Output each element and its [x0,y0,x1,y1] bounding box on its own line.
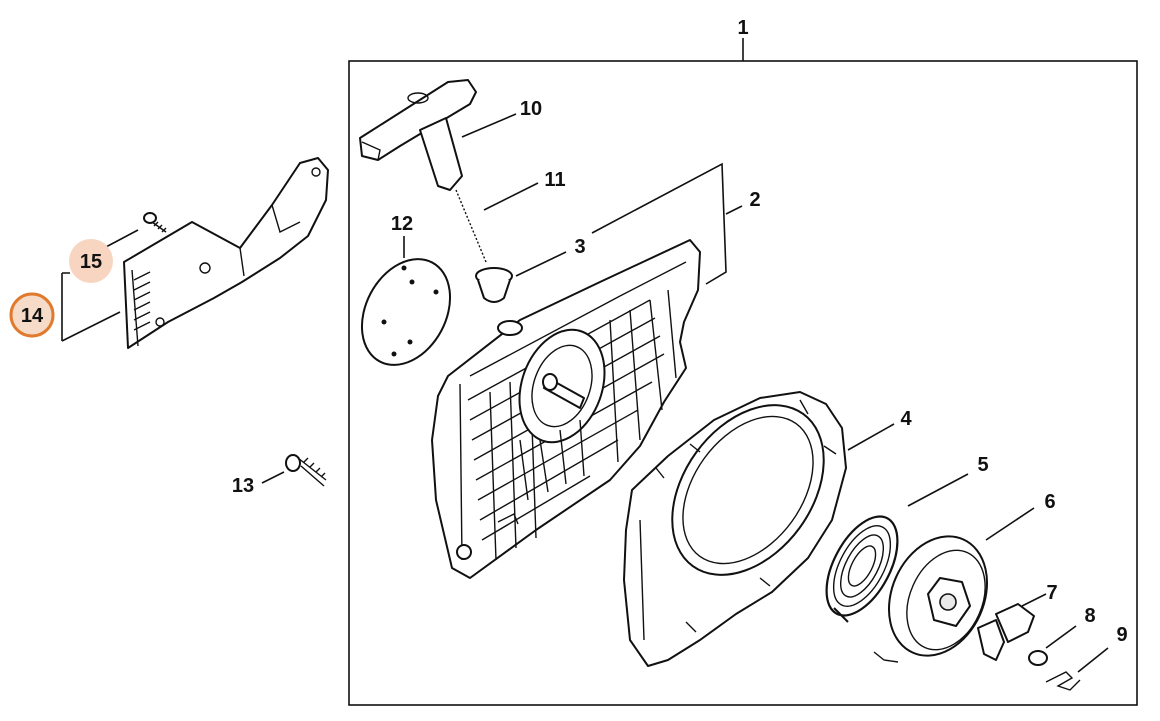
leader-10 [461,113,517,138]
starter-grip-10 [359,79,477,191]
leader-2 [725,205,743,215]
starter-rope-11 [455,189,487,263]
disc-12 [360,258,452,366]
callout-11: 11 [544,169,565,191]
leader-7 [1021,593,1047,607]
callout-13: 13 [232,475,254,497]
callout-14: 14 [21,305,44,327]
leader-3 [515,251,567,277]
callout-5: 5 [977,454,988,476]
callout-9: 9 [1116,624,1127,646]
screw-13 [285,454,327,487]
leader-9 [1077,647,1109,673]
callout-15: 15 [80,251,102,273]
leader-6 [985,507,1035,541]
callout-10: 10 [520,98,542,120]
callout-4: 4 [900,408,912,430]
fan-housing-2 [431,239,701,579]
screw-15 [143,212,167,233]
callout-2: 2 [749,189,760,211]
cover-part [123,157,329,349]
leader-15 [103,229,139,249]
callout-7: 7 [1046,582,1057,604]
bracket-14 [61,272,121,342]
callout-8: 8 [1084,605,1095,627]
rope-rotor-6 [873,535,989,663]
pawl-7 [977,603,1035,661]
leader-4 [847,423,895,451]
callout-12: 12 [391,213,413,235]
rewind-housing-4 [623,391,847,667]
leader-8 [1045,625,1077,649]
leader-11 [483,182,539,211]
callout-15-highlight [69,239,113,283]
washer-8 [1028,650,1048,666]
callout-3: 3 [574,236,585,258]
rewind-spring-5 [825,515,899,623]
spring-clip-9 [1045,671,1081,691]
callout-1: 1 [737,17,748,39]
bracket-2 [591,162,727,285]
callout-6: 6 [1044,491,1055,513]
callout-14-highlight [9,292,55,338]
leader-13 [261,471,285,484]
rope-guide-bushing-3 [475,267,513,303]
leader-5 [907,473,969,507]
